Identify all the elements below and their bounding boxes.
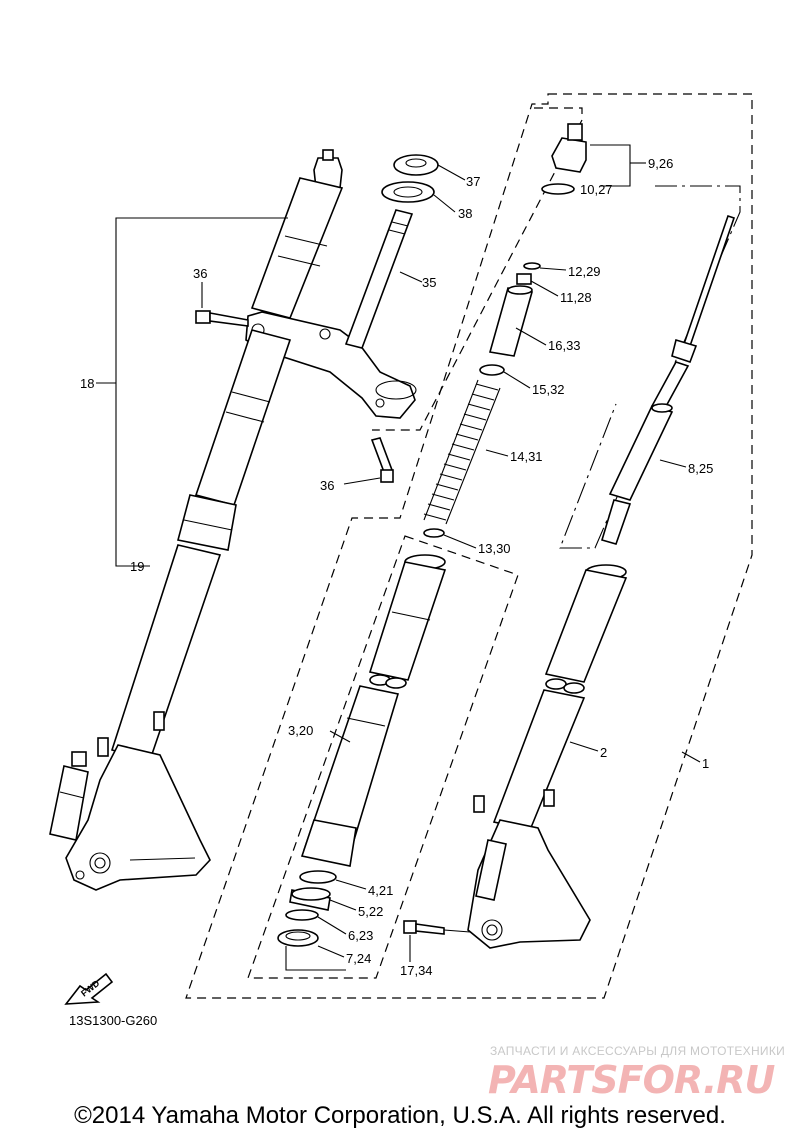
copyright-notice: ©2014 Yamaha Motor Corporation, U.S.A. A…: [74, 1102, 726, 1129]
inner-tube: [300, 554, 447, 867]
diagram-code: 13S1300-G260: [69, 1013, 158, 1028]
bolt-36-upper: [195, 310, 249, 327]
label-15-32: 15,32: [532, 382, 565, 397]
watermark-tagline: ЗАПЧАСТИ И АКСЕССУАРЫ ДЛЯ МОТОТЕХНИКИ: [490, 1044, 786, 1058]
assembly-1-outline: [185, 93, 753, 999]
label-36-upper: 36: [193, 266, 207, 281]
bolt-17-34: [403, 920, 445, 935]
inner-fork-3-outline: [247, 535, 519, 979]
assembled-fork: [49, 149, 417, 891]
fwd-arrow-icon: FWD: [64, 972, 114, 1005]
label-13-30: 13,30: [478, 541, 511, 556]
label-19: 19: [130, 559, 144, 574]
label-5-22: 5,22: [358, 904, 383, 919]
label-18: 18: [80, 376, 94, 391]
seal-stack: [277, 870, 337, 947]
label-9-26: 9,26: [648, 156, 673, 171]
damper-group-outline: [372, 107, 583, 431]
label-6-23: 6,23: [348, 928, 373, 943]
watermark-logo: PARTSFOR.RU: [488, 1058, 775, 1102]
label-16-33: 16,33: [548, 338, 581, 353]
label-14-31: 14,31: [510, 449, 543, 464]
label-7-24: 7,24: [346, 951, 371, 966]
leader-lines: [96, 144, 701, 971]
label-37: 37: [466, 174, 480, 189]
label-4-21: 4,21: [368, 883, 393, 898]
label-11-28: 11,28: [560, 290, 592, 305]
bolt-36-lower: [370, 437, 394, 483]
steering-stem: [344, 154, 439, 349]
label-35: 35: [422, 275, 436, 290]
label-36-lower: 36: [320, 478, 334, 493]
damper-parts: [423, 123, 587, 538]
damper-rod: [601, 214, 736, 545]
label-1: 1: [702, 756, 709, 771]
rod-8-outline: [559, 185, 741, 549]
label-17-34: 17,34: [400, 963, 433, 978]
outer-tube: [467, 564, 628, 949]
label-10-27: 10,27: [580, 182, 613, 197]
label-8-25: 8,25: [688, 461, 713, 476]
label-2: 2: [600, 745, 607, 760]
label-12-29: 12,29: [568, 264, 601, 279]
label-3-20: 3,20: [288, 723, 313, 738]
label-38: 38: [458, 206, 472, 221]
part-labels: 37 38 35 36 36 18 19 9,26 10,27 12,29 11…: [80, 156, 713, 978]
